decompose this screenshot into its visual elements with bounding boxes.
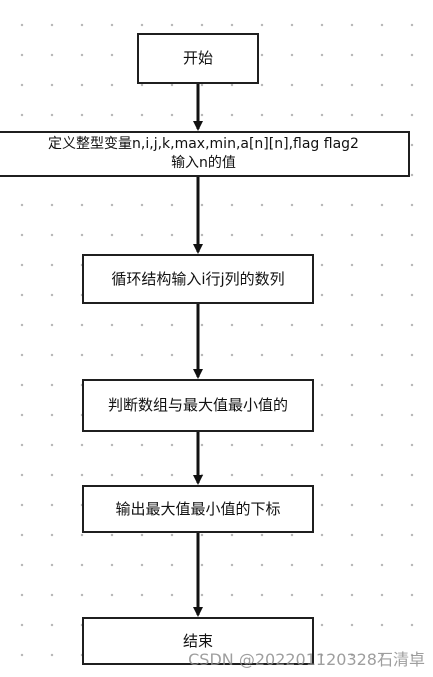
- end-node-label: 结束: [182, 631, 213, 650]
- loop-input-node[interactable]: 循环结构输入i行j列的数列: [82, 254, 314, 304]
- output-node[interactable]: 输出最大值最小值的下标: [82, 485, 314, 533]
- declare-node[interactable]: 定义整型变量n,i,j,k,max,min,a[n][n],flag flag2…: [0, 131, 410, 177]
- compare-node-label: 判断数组与最大值最小值的: [107, 396, 288, 415]
- declare-node-label-line1: 定义整型变量n,i,j,k,max,min,a[n][n],flag flag2: [48, 136, 359, 153]
- loop-input-node-label: 循环结构输入i行j列的数列: [111, 269, 285, 288]
- start-node-label: 开始: [182, 49, 213, 68]
- output-node-label: 输出最大值最小值的下标: [115, 499, 281, 518]
- compare-node[interactable]: 判断数组与最大值最小值的: [82, 379, 314, 432]
- end-node[interactable]: 结束: [82, 617, 314, 665]
- declare-node-label-line2: 输入n的值: [171, 155, 236, 171]
- start-node[interactable]: 开始: [137, 33, 259, 84]
- watermark: CSDN @202201120328石清卓: [188, 650, 425, 669]
